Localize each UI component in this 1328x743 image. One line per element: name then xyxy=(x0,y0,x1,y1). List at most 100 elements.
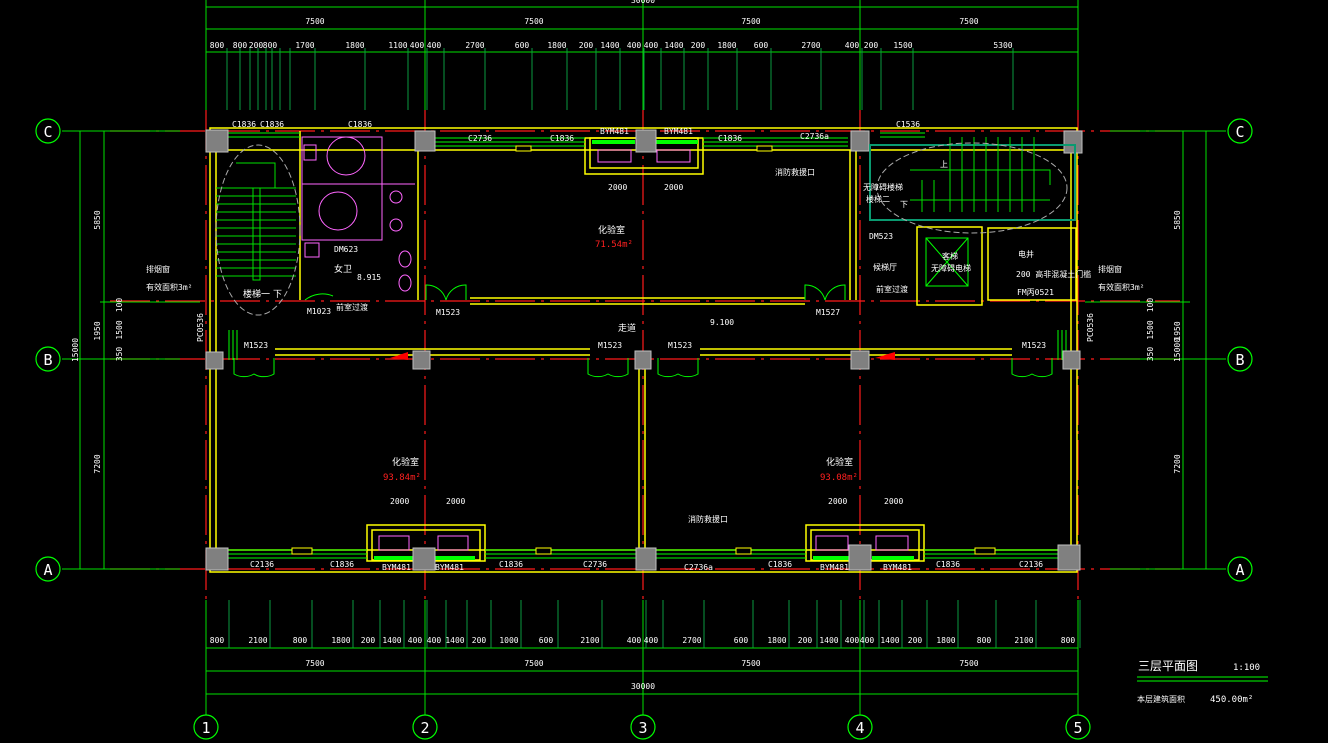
dim-detail-bottom: 1800 xyxy=(331,636,350,645)
door-label: M1523 xyxy=(436,308,460,317)
stair-two xyxy=(869,137,1076,234)
dim-detail-bottom: 1400 xyxy=(382,636,401,645)
dim-total-side: 15000 xyxy=(71,338,80,362)
window-label: C1836 xyxy=(768,560,792,569)
dim-detail-bottom: 2100 xyxy=(1014,636,1033,645)
room-name-top: 化验室 xyxy=(598,224,625,236)
axis-label: 2 xyxy=(420,719,429,737)
dim-detail-bottom: 200 xyxy=(472,636,487,645)
dim-detail-bottom: 600 xyxy=(734,636,749,645)
dim-detail-bottom: 200 xyxy=(361,636,376,645)
dim-detail-bottom: 800 xyxy=(293,636,308,645)
room-labels: 化验室 71.54m² 化验室 93.84m² 化验室 93.08m² 走道 9… xyxy=(243,160,1091,483)
columns xyxy=(205,129,1083,571)
dim-detail-top: 400 xyxy=(627,41,642,50)
dim-detail-bottom: 2700 xyxy=(682,636,701,645)
door-label: M1023 xyxy=(307,307,331,316)
dim-detail-bottom: 1000 xyxy=(499,636,518,645)
window-label: C2736 xyxy=(583,560,607,569)
rescue-opening-label: 消防救援口 xyxy=(688,514,728,524)
dim-small-left: 100 xyxy=(115,298,124,313)
axis-bubble-C xyxy=(1227,118,1253,144)
effective-area-right: 有效面积3m² xyxy=(1098,282,1144,292)
window-label: PC0536 xyxy=(196,313,205,342)
toilet-label: 女卫 xyxy=(334,263,352,275)
axis-label: 3 xyxy=(638,719,647,737)
dim-detail-top: 800 xyxy=(233,41,248,50)
room-area-bottom-right: 93.08m² xyxy=(820,473,858,483)
door-label: M1527 xyxy=(816,308,840,317)
dim-bay-top: 7500 xyxy=(305,17,324,26)
corridor-elevation: 9.100 xyxy=(710,318,734,327)
axis-bubble-A xyxy=(1227,556,1253,582)
dim-detail-bottom: 2100 xyxy=(248,636,267,645)
dimension-ticks xyxy=(226,48,1081,648)
stair-two-up: 上 xyxy=(940,160,948,169)
dim-detail-top: 800 xyxy=(263,41,278,50)
axis-label: B xyxy=(1235,351,1244,369)
door-label: DM623 xyxy=(334,245,358,254)
dim-detail-bottom: 400 xyxy=(408,636,423,645)
dim-detail-bottom: 1400 xyxy=(819,636,838,645)
shaft-door: FM丙0521 xyxy=(1017,288,1054,297)
dim-detail-top: 600 xyxy=(754,41,769,50)
shaft-label: 电井 xyxy=(1018,249,1034,259)
dim-detail-top: 400 xyxy=(845,41,860,50)
window-label: C1536 xyxy=(896,120,920,129)
dim-detail-bottom: 400 xyxy=(627,636,642,645)
dim-detail-bottom: 1400 xyxy=(445,636,464,645)
axis-label: 1 xyxy=(201,719,210,737)
dim-detail-bottom: 200 xyxy=(908,636,923,645)
doors xyxy=(233,284,1053,378)
dim-total-bottom: 30000 xyxy=(631,682,655,691)
dim-detail-bottom: 200 xyxy=(798,636,813,645)
dim-segment-right: 5850 xyxy=(1173,210,1182,229)
dim-segment-right: 1950 xyxy=(1173,321,1182,340)
dim-bay-bottom: 7500 xyxy=(524,659,543,668)
dim-detail-bottom: 1800 xyxy=(936,636,955,645)
equipment-label: BYM481 xyxy=(600,127,629,136)
window-label: C1836 xyxy=(348,120,372,129)
corridor-label: 走道 xyxy=(618,322,636,334)
dim-bay-bottom: 7500 xyxy=(741,659,760,668)
axis-bubbles xyxy=(35,118,1253,740)
equipment-label: BYM481 xyxy=(820,563,849,572)
axis-bubble-B xyxy=(35,346,61,372)
dim-detail-top: 400 xyxy=(427,41,442,50)
window-label: C1836 xyxy=(260,120,284,129)
dim-detail-top: 200 xyxy=(249,41,264,50)
equipment-label: BYM481 xyxy=(883,563,912,572)
lobby-sub-label: 前室过渡 xyxy=(876,284,908,294)
equipment-label: BYM481 xyxy=(664,127,693,136)
opening-labels: C1836 C1836 C1836 C2736 C1836 BYM481 BYM… xyxy=(146,120,1144,572)
axis-bubble-4 xyxy=(847,714,873,740)
drawing-scale: 1:100 xyxy=(1233,663,1260,673)
door-label: M1523 xyxy=(244,341,268,350)
stair-one xyxy=(215,144,301,316)
dim-detail-bottom: 800 xyxy=(977,636,992,645)
dim-detail-bottom: 800 xyxy=(210,636,225,645)
elevator-car xyxy=(925,237,969,287)
equipment-sills xyxy=(374,140,914,560)
window-sills xyxy=(291,145,996,555)
toilet-elevation: 8.915 xyxy=(357,273,381,282)
window-label: C1836 xyxy=(499,560,523,569)
dim-detail-bottom: 400 xyxy=(644,636,659,645)
stair-one-label: 楼梯一 xyxy=(243,288,270,300)
equipment-dim: 2000 xyxy=(608,183,627,192)
dim-detail-bottom: 2100 xyxy=(580,636,599,645)
window-label: C1836 xyxy=(232,120,256,129)
window-label: C1836 xyxy=(718,134,742,143)
window-label: C1836 xyxy=(936,560,960,569)
dim-detail-top: 2700 xyxy=(801,41,820,50)
dim-bay-bottom: 7500 xyxy=(959,659,978,668)
axis-label: C xyxy=(43,123,52,141)
door-label: M1523 xyxy=(598,341,622,350)
window-label: C2136 xyxy=(250,560,274,569)
axis-bubble-2 xyxy=(412,714,438,740)
dim-small-right: 1500 xyxy=(1146,320,1155,339)
effective-area-left: 有效面积3m² xyxy=(146,282,192,292)
window-label: C1836 xyxy=(330,560,354,569)
